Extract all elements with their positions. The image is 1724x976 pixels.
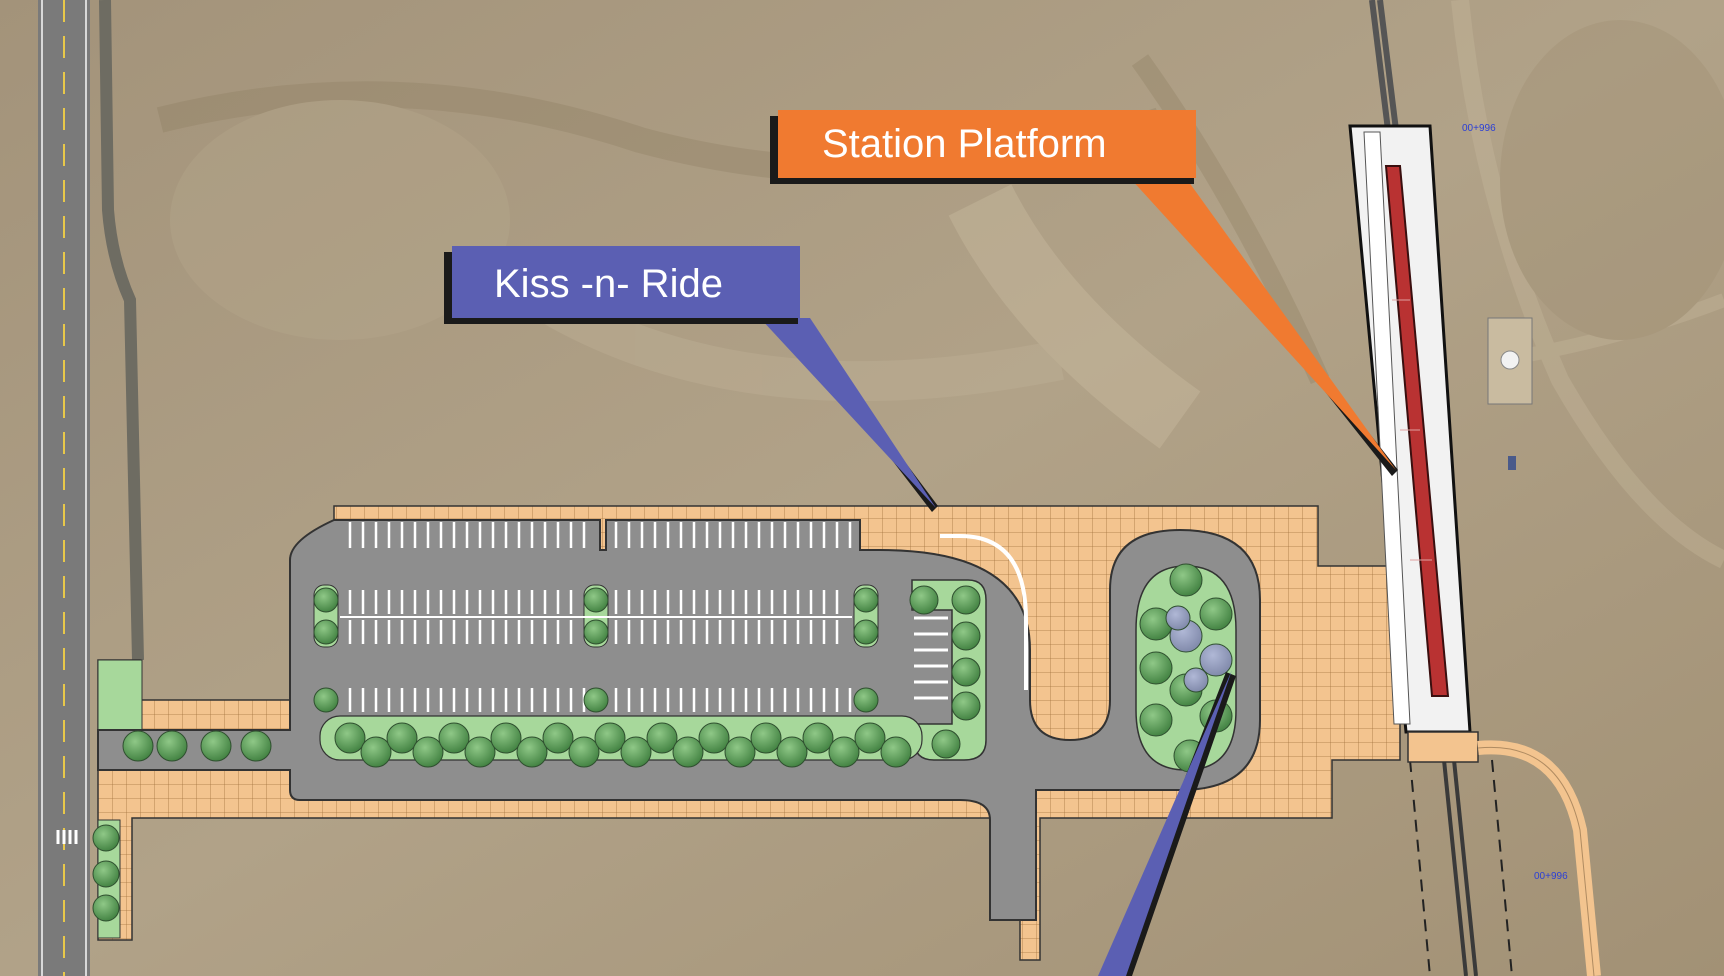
tree-icon xyxy=(464,736,496,768)
tree-icon xyxy=(594,722,626,754)
tree-icon xyxy=(1199,597,1233,631)
tree-icon xyxy=(156,730,188,762)
stationing-label-top: 00+996 xyxy=(1462,123,1496,134)
tree-icon xyxy=(240,730,272,762)
tree-icon xyxy=(386,722,418,754)
crosswalk xyxy=(56,830,78,844)
kiss-n-ride-label: Kiss -n- Ride xyxy=(494,262,723,306)
railroad-track-north xyxy=(1369,0,1399,131)
tree-icon xyxy=(583,619,609,645)
tree-icon xyxy=(313,587,339,613)
highway xyxy=(38,0,90,976)
stationing-label-bottom: 00+996 xyxy=(1534,871,1568,882)
tree-icon xyxy=(909,585,939,615)
tree-icon xyxy=(672,736,704,768)
tree-icon xyxy=(92,894,120,922)
tree-icon xyxy=(542,722,574,754)
station-platform-structure xyxy=(1348,124,1479,763)
tree-icon xyxy=(1199,643,1233,677)
tree-icon xyxy=(334,722,366,754)
tree-icon xyxy=(583,587,609,613)
tree-icon xyxy=(854,722,886,754)
tree-icon xyxy=(951,691,981,721)
trees xyxy=(92,563,1233,922)
tree-icon xyxy=(1139,703,1173,737)
tree-icon xyxy=(438,722,470,754)
tree-icon xyxy=(853,619,879,645)
tree-icon xyxy=(313,619,339,645)
tree-icon xyxy=(516,736,548,768)
tree-icon xyxy=(698,722,730,754)
tree-icon xyxy=(853,687,879,713)
tree-icon xyxy=(200,730,232,762)
tree-icon xyxy=(620,736,652,768)
tree-icon xyxy=(360,736,392,768)
tree-icon xyxy=(1165,605,1191,631)
tree-icon xyxy=(122,730,154,762)
tree-icon xyxy=(92,824,120,852)
kiss-n-ride-callout: Kiss -n- Ride xyxy=(444,246,938,512)
tree-icon xyxy=(951,657,981,687)
drainage-ditch xyxy=(99,0,144,661)
water-tank-facility xyxy=(1487,317,1533,470)
tree-icon xyxy=(951,621,981,651)
tree-icon xyxy=(776,736,808,768)
landscape-strip-left xyxy=(97,659,143,741)
tree-icon xyxy=(880,736,912,768)
bottom-callout-pointer xyxy=(1098,670,1236,976)
tree-icon xyxy=(1183,667,1209,693)
station-platform-label: Station Platform xyxy=(822,122,1107,166)
kiss-n-ride-stalls xyxy=(914,616,948,700)
parking-stalls xyxy=(340,522,852,712)
tree-icon xyxy=(490,722,522,754)
tree-icon xyxy=(931,729,961,759)
tree-icon xyxy=(1139,651,1173,685)
tree-icon xyxy=(1169,563,1203,597)
tree-icon xyxy=(92,860,120,888)
tree-icon xyxy=(583,687,609,713)
tree-icon xyxy=(724,736,756,768)
tree-icon xyxy=(412,736,444,768)
tree-icon xyxy=(568,736,600,768)
tree-icon xyxy=(853,587,879,613)
kiss-n-ride-lane-marking xyxy=(940,534,1028,690)
tree-icon xyxy=(750,722,782,754)
tree-icon xyxy=(828,736,860,768)
tree-icon xyxy=(951,585,981,615)
tree-icon xyxy=(313,687,339,713)
railroad-track-south xyxy=(1409,759,1513,976)
tree-icon xyxy=(802,722,834,754)
water-tank-icon xyxy=(1500,350,1520,370)
station-platform-callout: Station Platform xyxy=(770,110,1398,476)
tree-icon xyxy=(646,722,678,754)
